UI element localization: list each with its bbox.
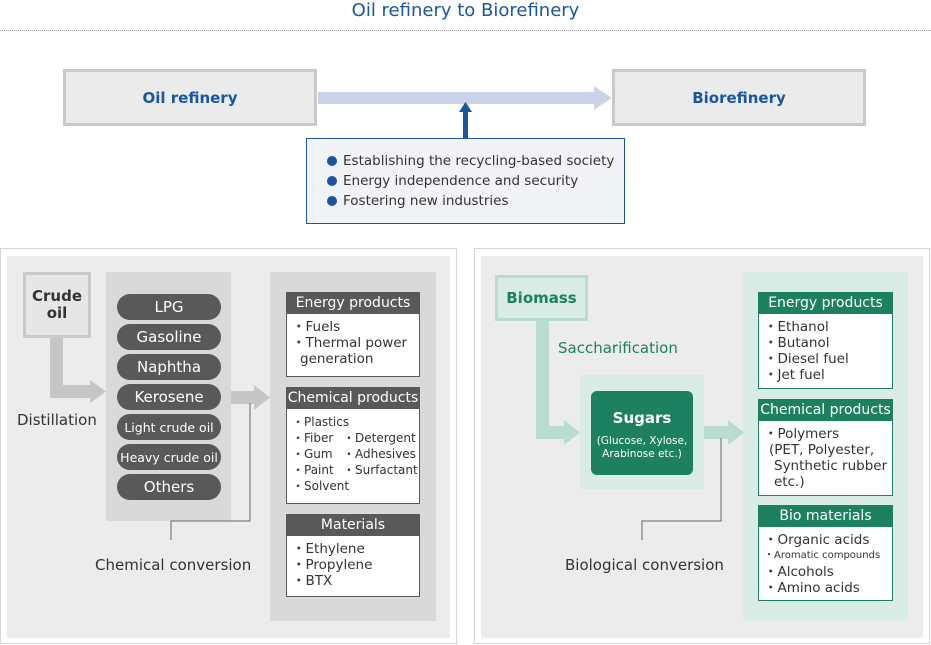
list-item: (PET, Polyester, — [769, 442, 875, 458]
list-item: ・Ethylene — [292, 541, 365, 557]
chemical-columns: ・Fiber ・Gum ・Paint ・Solvent ・Detergent ・… — [287, 430, 419, 494]
driver-item: Establishing the recycling-based society — [327, 151, 624, 171]
list-item: ・Paint — [292, 463, 334, 477]
drivers-box: Establishing the recycling-based society… — [306, 138, 625, 224]
list-item: ・Plastics — [292, 415, 350, 429]
bio-panel — [474, 248, 930, 644]
list-item: ・Detergent — [343, 431, 416, 445]
list-item: ・Solvent — [292, 479, 350, 493]
sugars-title: Sugars — [612, 409, 672, 427]
card-title: Materials — [287, 515, 419, 536]
refinery-arrow-shaft — [318, 92, 596, 104]
driver-item: Fostering new industries — [327, 191, 624, 211]
fraction-gasoline: Gasoline — [117, 324, 221, 350]
oil-panel — [0, 248, 457, 644]
list-item: ・Polymers — [764, 426, 840, 442]
biological-conversion-label: Biological conversion — [565, 556, 724, 574]
card-title: Energy products — [287, 293, 419, 314]
sugars-subtitle: (Glucose, Xylose, Arabinose etc.) — [596, 435, 688, 460]
title-divider — [0, 30, 931, 31]
bullet-icon — [327, 176, 337, 186]
card-title: Bio materials — [759, 506, 892, 527]
list-item: etc.) — [774, 474, 805, 490]
list-item: ・Aromatic compounds — [764, 550, 881, 561]
distillation-label: Distillation — [17, 411, 97, 429]
list-item: ・Alcohols — [764, 564, 834, 580]
sugars-box: Sugars (Glucose, Xylose, Arabinose etc.) — [591, 391, 693, 475]
biomass-box: Biomass — [495, 275, 588, 321]
crude-oil-box: Crude oil — [23, 272, 91, 338]
list-item: Synthetic rubber — [774, 458, 888, 474]
oil-chemical-products-card: Chemical products ・Plastics ・Fiber ・Gum … — [286, 387, 420, 504]
bio-chemical-products-card: Chemical products ・Polymers (PET, Polyes… — [758, 399, 893, 496]
list-item: ・Surfactant — [343, 463, 418, 477]
biorefinery-box: Biorefinery — [612, 69, 866, 126]
list-item: ・Thermal power — [292, 335, 408, 351]
oil-energy-products-card: Energy products ・Fuels ・Thermal power ge… — [286, 292, 420, 377]
list-item: ・Butanol — [764, 335, 830, 351]
list-item: ・Amino acids — [764, 580, 860, 596]
oil-refinery-box: Oil refinery — [63, 69, 317, 126]
list-item: generation — [300, 351, 374, 367]
list-item: ・BTX — [292, 573, 333, 589]
list-item: ・Jet fuel — [764, 367, 825, 383]
factor-arrow-shaft — [463, 106, 468, 140]
saccharification-label: Saccharification — [558, 339, 678, 357]
list-item: ・Fuels — [292, 319, 341, 335]
page-title: Oil refinery to Biorefinery — [351, 0, 580, 21]
list-item: ・Organic acids — [764, 532, 870, 548]
list-item: ・Ethanol — [764, 319, 829, 335]
fraction-light-crude-oil: Light crude oil — [117, 414, 221, 440]
bio-energy-products-card: Energy products ・Ethanol ・Butanol ・Diese… — [758, 292, 893, 389]
refinery-arrow-head — [594, 86, 612, 110]
factor-arrow-head — [459, 102, 472, 112]
list-item: ・Propylene — [292, 557, 373, 573]
list-item: ・Adhesives — [343, 447, 416, 461]
card-title: Chemical products — [287, 388, 419, 409]
list-item: ・Diesel fuel — [764, 351, 849, 367]
fraction-kerosene: Kerosene — [117, 384, 221, 410]
card-title: Energy products — [759, 293, 892, 314]
fraction-heavy-crude-oil: Heavy crude oil — [117, 444, 221, 470]
fraction-naphtha: Naphtha — [117, 354, 221, 380]
list-item: ・Fiber — [292, 431, 334, 445]
bullet-icon — [327, 156, 337, 166]
oil-materials-card: Materials ・Ethylene ・Propylene ・BTX — [286, 514, 420, 597]
driver-item: Energy independence and security — [327, 171, 624, 191]
bio-materials-card: Bio materials ・Organic acids ・Aromatic c… — [758, 505, 893, 601]
fraction-others: Others — [117, 474, 221, 500]
list-item: ・Gum — [292, 447, 333, 461]
fraction-lpg: LPG — [117, 294, 221, 320]
bullet-icon — [327, 196, 337, 206]
card-title: Chemical products — [759, 400, 892, 421]
chemical-conversion-label: Chemical conversion — [95, 556, 252, 574]
